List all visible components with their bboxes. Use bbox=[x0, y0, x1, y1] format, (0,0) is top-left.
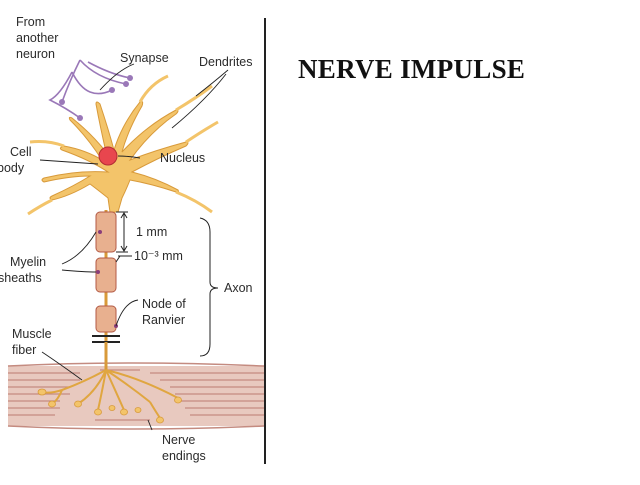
neuron bbox=[27, 74, 219, 216]
muscle-fiber bbox=[7, 362, 265, 430]
label-cell-line-1: Cell bbox=[10, 145, 32, 159]
label-from-line-3: neuron bbox=[16, 47, 55, 61]
label-nerve-line-2: endings bbox=[162, 449, 206, 463]
label-node-line-2: Ranvier bbox=[142, 313, 185, 327]
myelin-sheath bbox=[95, 305, 117, 333]
label-nucleus: Nucleus bbox=[160, 151, 205, 165]
label-myelin-line-1: Myelin bbox=[10, 255, 46, 269]
myelin-sheath bbox=[95, 257, 117, 293]
label-synapse: Synapse bbox=[120, 51, 169, 65]
label-from-line-2: another bbox=[16, 31, 58, 45]
label-micro-mm: 10⁻³ mm bbox=[134, 249, 183, 263]
label-axon: Axon bbox=[224, 281, 253, 295]
label-cell-line-2: body bbox=[0, 161, 25, 175]
label-nerve-line-1: Nerve bbox=[162, 433, 195, 447]
label-one-mm: 1 mm bbox=[136, 225, 167, 239]
synapse-knobs bbox=[59, 75, 133, 121]
measurement-marks bbox=[115, 211, 219, 357]
label-from-line-1: From bbox=[16, 15, 45, 29]
vertical-divider bbox=[264, 18, 266, 464]
label-muscle-line-2: fiber bbox=[12, 343, 36, 357]
label-myelin-line-2: sheaths bbox=[0, 271, 42, 285]
leader-lines bbox=[39, 63, 229, 431]
presynaptic-fibers bbox=[48, 59, 131, 119]
label-muscle-line-1: Muscle bbox=[12, 327, 52, 341]
diagram-labels: From another neuron Synapse Dendrites Ce… bbox=[0, 15, 253, 463]
label-node-line-1: Node of bbox=[142, 297, 186, 311]
label-dendrites: Dendrites bbox=[199, 55, 253, 69]
slide-title: NERVE IMPULSE bbox=[298, 54, 526, 84]
nerve-ending-knobs bbox=[37, 388, 182, 424]
nucleus bbox=[98, 146, 118, 166]
axon bbox=[92, 210, 120, 372]
